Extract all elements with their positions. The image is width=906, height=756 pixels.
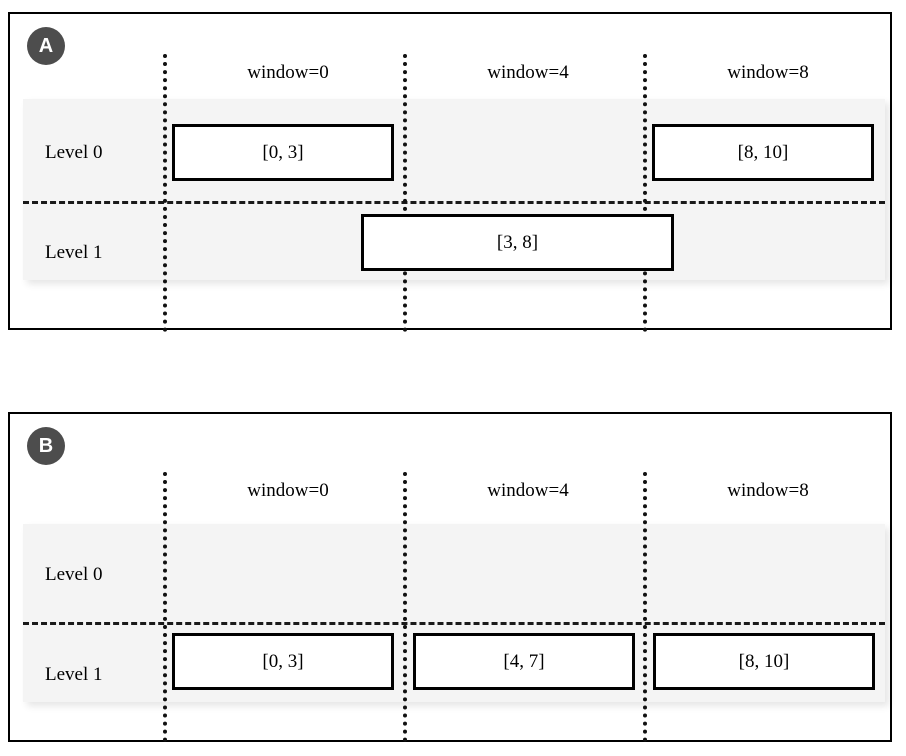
panel-b-window-label-2: window=8 [727,480,809,501]
panel-a-window-label-2: window=8 [727,62,809,83]
panel-b: B window=0 window=4 window=8 Level 0 Lev… [8,412,892,742]
panel-a-window-line-0 [163,54,167,332]
panel-b-window-line-2 [643,472,647,742]
panel-a-window-line-1 [403,54,407,332]
panel-b-interval-box-2: [8, 10] [653,633,875,690]
panel-a-interval-box-0: [0, 3] [172,124,394,181]
panel-b-badge-label: B [38,435,54,457]
panel-b-interval-box-0: [0, 3] [172,633,394,690]
panel-a: A window=0 window=4 window=8 Level 0 Lev… [8,12,892,332]
panel-a-badge: A [27,27,65,65]
panel-a-badge-label: A [38,35,54,57]
transition-group: Strict window compaction, window = 4 [0,340,906,739]
panel-b-window-line-0 [163,472,167,742]
panel-a-level-label-0: Level 0 [45,142,103,163]
panel-b-window-label-0: window=0 [247,480,329,501]
panel-a-window-label-0: window=0 [247,62,329,83]
panel-b-window-line-1 [403,472,407,742]
panel-b-level-divider [23,622,885,625]
panel-a-level-label-1: Level 1 [45,242,103,263]
panel-a-level-divider [23,201,885,204]
panel-b-level-label-0: Level 0 [45,564,103,585]
panel-a-window-label-1: window=4 [487,62,569,83]
panel-a-interval-box-1: [8, 10] [652,124,874,181]
panel-a-interval-box-2: [3, 8] [361,214,674,271]
panel-a-window-line-2 [643,54,647,332]
panel-b-badge: B [27,427,65,465]
panel-b-window-label-1: window=4 [487,480,569,501]
panel-b-interval-box-1: [4, 7] [413,633,635,690]
panel-b-level-label-1: Level 1 [45,664,103,685]
